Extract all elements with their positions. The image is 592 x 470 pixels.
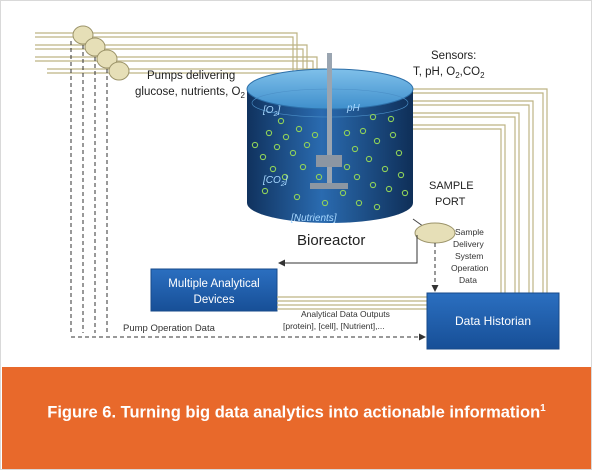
analytical-outputs-line1: Analytical Data Outputs: [301, 309, 390, 319]
bioreactor-tank: [O2] pH [CO2] [Nutrients]: [246, 53, 414, 224]
sample-port-lines: [278, 235, 439, 292]
svg-text:System: System: [455, 251, 483, 261]
caption-band: Figure 6. Turning big data analytics int…: [2, 367, 591, 469]
agitator-blade: [310, 183, 348, 189]
analytical-outputs-line2: [protein], [cell], [Nutrient],...: [283, 321, 385, 331]
sensor-lines: [405, 88, 548, 295]
diagram-area: [O2] pH [CO2] [Nutrients] Pumps deliveri…: [7, 7, 585, 367]
caption-sup: 1: [540, 403, 546, 414]
pumps-label-line1: Pumps delivering: [147, 70, 235, 82]
pumps: [72, 25, 130, 81]
svg-text:Operation: Operation: [451, 263, 489, 273]
agitator-shaft: [327, 53, 332, 187]
sample-port: [414, 222, 456, 244]
tank-co2-label: [CO2]: [262, 175, 288, 188]
pumps-label-line2: glucose, nutrients, O2: [135, 86, 245, 100]
svg-text:Delivery: Delivery: [453, 239, 484, 249]
pump-lines: [35, 32, 326, 131]
tank-o2-label: [O2]: [262, 105, 280, 118]
analytical-box-line1: Multiple Analytical: [168, 278, 259, 290]
analytical-devices-box: [150, 268, 278, 312]
tank-ph-label: pH: [346, 103, 361, 114]
analytical-output-lines: [277, 296, 427, 310]
cells: [251, 113, 409, 211]
svg-text:Sample: Sample: [455, 227, 484, 237]
data-historian-box: [426, 292, 560, 350]
tank-nutrients-label: [Nutrients]: [290, 213, 337, 224]
sample-delivery-label: Sample Delivery System Operation Data: [451, 227, 489, 285]
sensors-label-line2: T, pH, O2,CO2: [413, 66, 485, 80]
svg-text:Data: Data: [459, 275, 477, 285]
pump-1: [72, 25, 94, 45]
bioreactor-label: Bioreactor: [297, 232, 365, 249]
historian-label: Data Historian: [455, 314, 531, 328]
sample-port-line2: PORT: [435, 196, 466, 208]
sample-port-line1: SAMPLE: [429, 180, 474, 192]
caption-text: Figure 6. Turning big data analytics int…: [47, 403, 541, 422]
pump-2: [84, 37, 106, 57]
agitator-impeller: [316, 155, 342, 167]
sensors-label-line1: Sensors:: [431, 50, 476, 62]
bioreactor-diagram: [O2] pH [CO2] [Nutrients] Pumps deliveri…: [35, 25, 560, 350]
pump-4: [108, 61, 130, 81]
figure-caption: Figure 6. Turning big data analytics int…: [2, 403, 591, 423]
analytical-box-line2: Devices: [194, 294, 235, 306]
pump-3: [96, 49, 118, 69]
pump-operation-lines: [70, 41, 426, 341]
pump-operation-label: Pump Operation Data: [123, 323, 216, 334]
